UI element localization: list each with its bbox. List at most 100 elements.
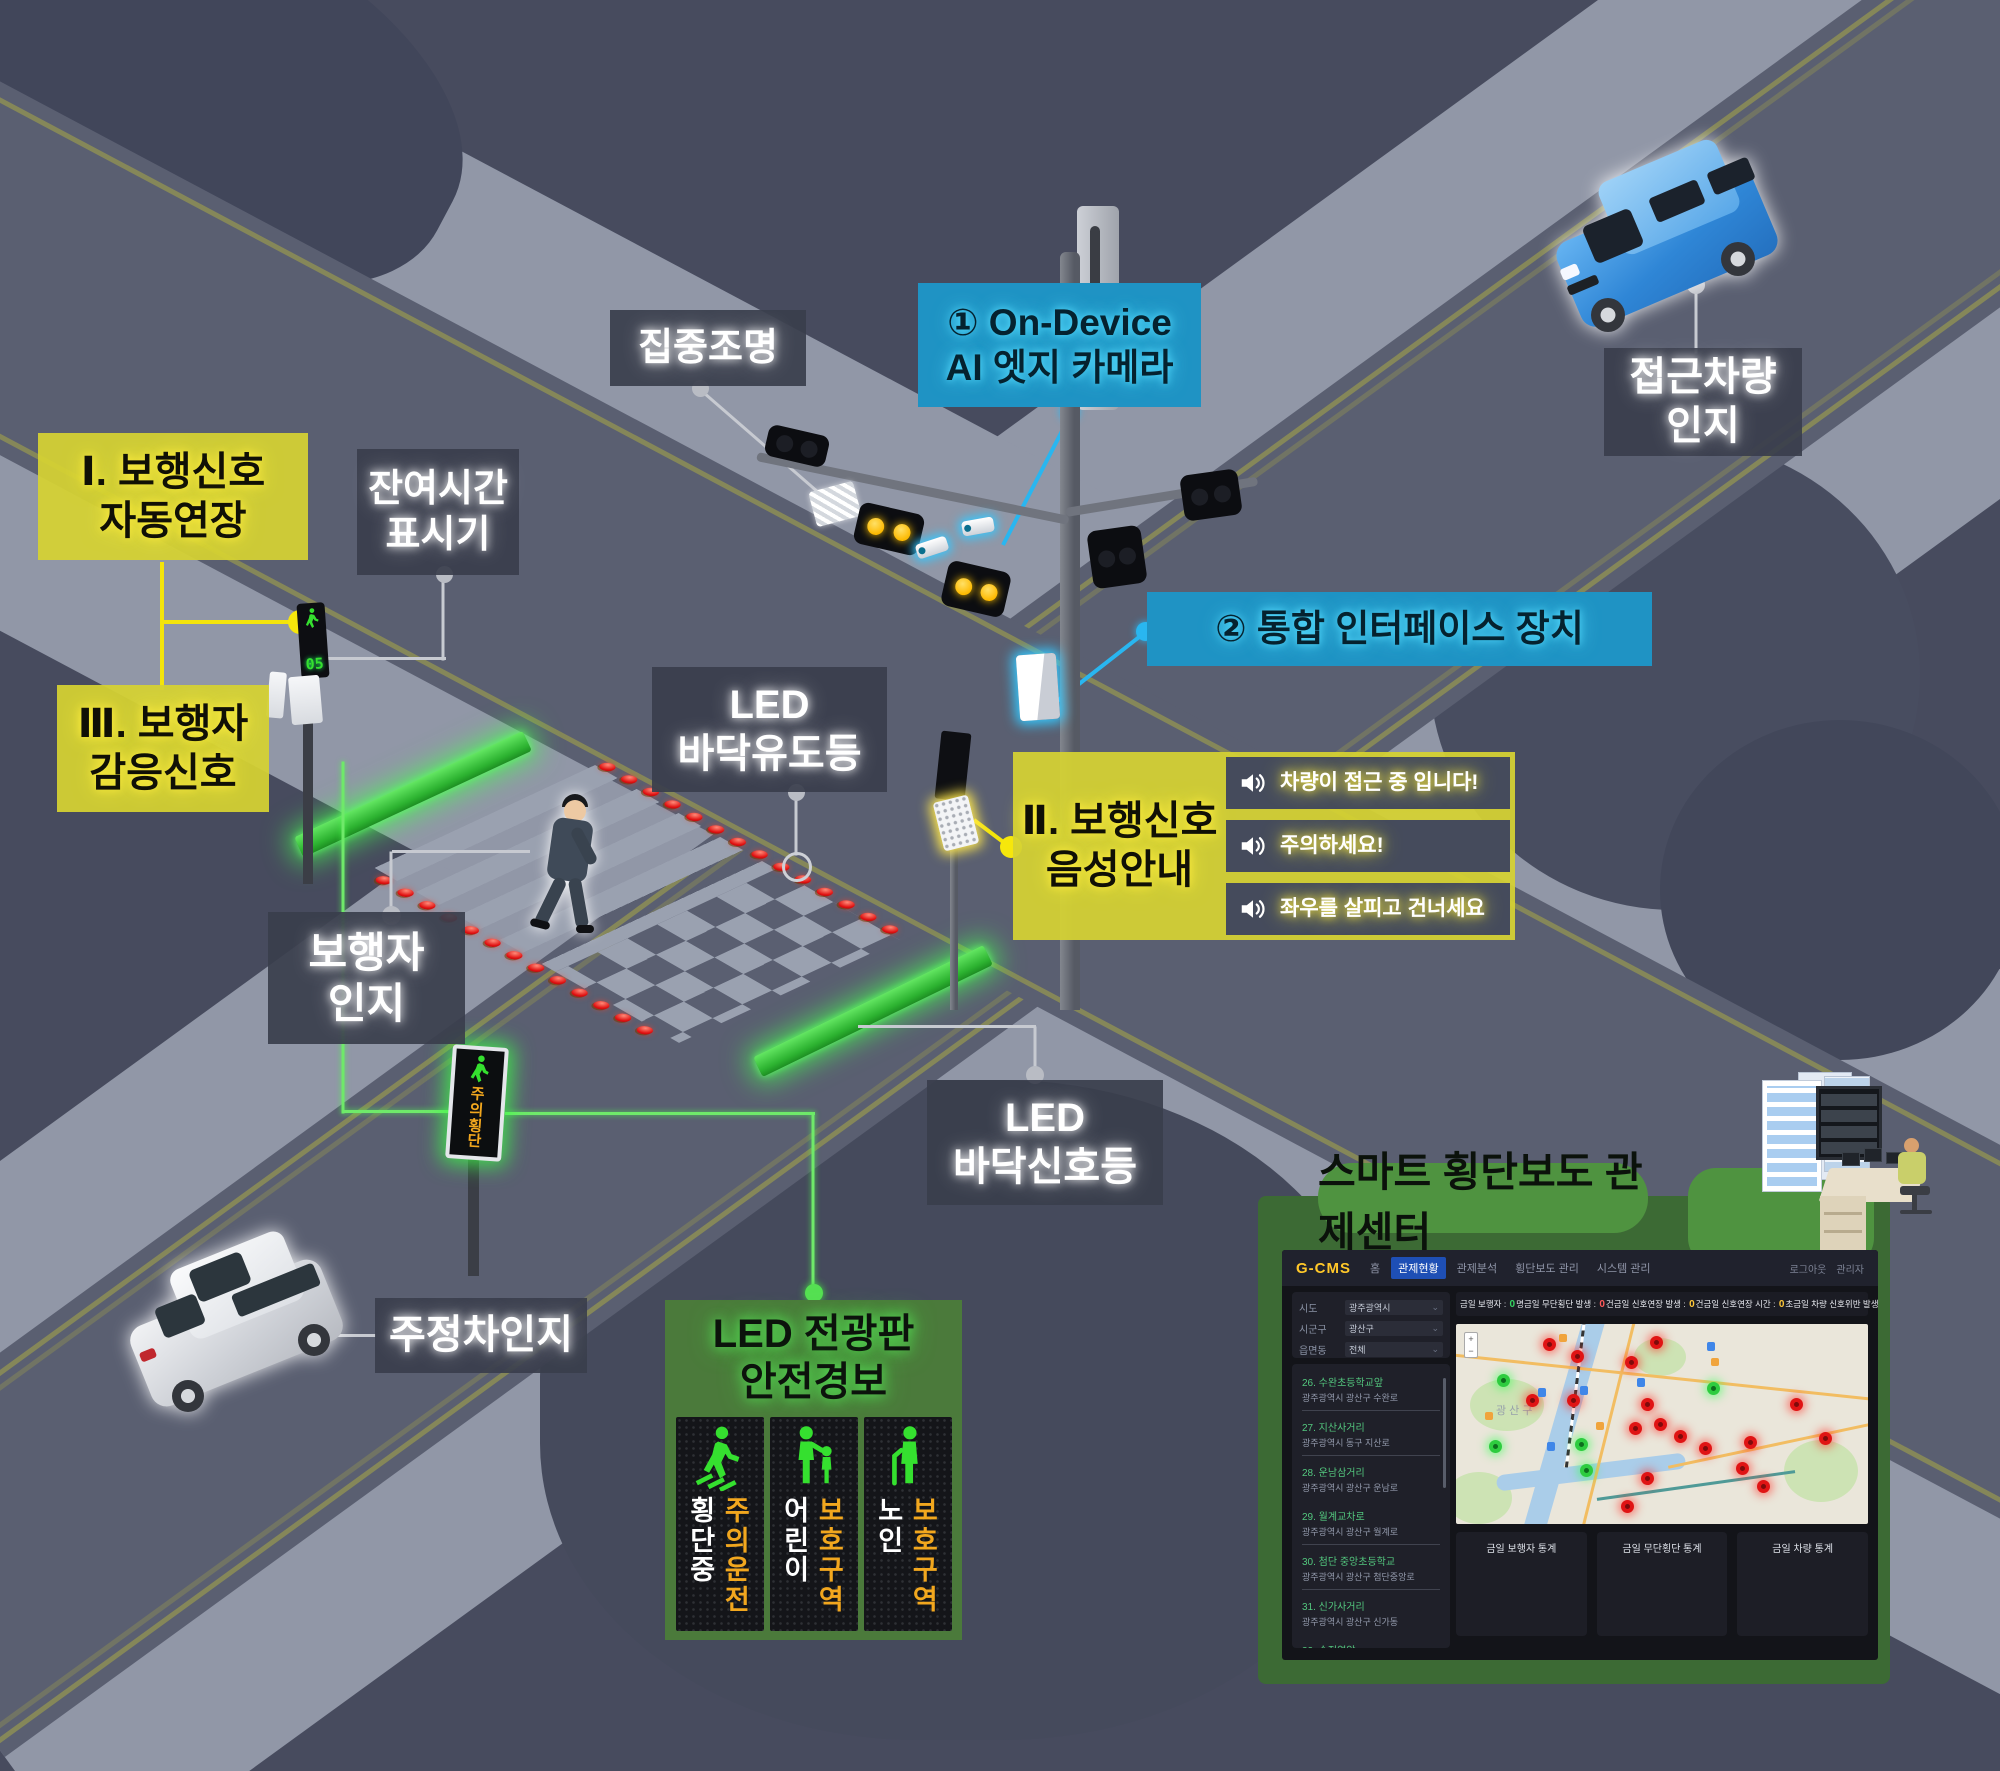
desk-monitor	[1842, 1152, 1860, 1166]
nav-item-4[interactable]: 시스템 관리	[1596, 1263, 1651, 1275]
connector-remaining-time	[441, 576, 445, 661]
map-marker-red-alert[interactable]	[1629, 1422, 1643, 1435]
filter-select-dong[interactable]: 전체⌄	[1345, 1342, 1443, 1357]
zoom-out-button[interactable]: −	[1468, 1346, 1474, 1356]
chevron-down-icon: ⌄	[1431, 1323, 1439, 1333]
van-wheel	[1591, 298, 1625, 332]
map-marker-red-alert[interactable]	[1542, 1338, 1556, 1351]
signal-bulb	[798, 438, 820, 460]
map-marker-red-alert[interactable]	[1744, 1436, 1758, 1449]
map-marker-red-alert[interactable]	[1649, 1336, 1663, 1349]
logout-link[interactable]: 로그아웃	[1789, 1264, 1827, 1276]
map-marker-red-alert[interactable]	[1789, 1398, 1803, 1411]
map-marker-green-normal[interactable]	[1579, 1464, 1593, 1477]
admin-link[interactable]: 관리자	[1836, 1264, 1864, 1276]
nav-item-0[interactable]: 홈	[1370, 1263, 1381, 1275]
stat-item: 금일 신호연장 발생 : 0건	[1613, 1299, 1704, 1310]
chevron-down-icon: ⌄	[1431, 1344, 1439, 1354]
map-marker-blue-icon[interactable]	[1538, 1388, 1547, 1397]
map-marker-red-alert[interactable]	[1526, 1394, 1540, 1407]
connector-remaining-time	[324, 657, 446, 660]
dashboard-navbar: G-CMS 홈 관제현황 관제분석 횡단보도 관리 시스템 관리 로그아웃 관리자	[1282, 1250, 1878, 1286]
scrollbar[interactable]	[1443, 1378, 1446, 1488]
dashboard-map[interactable]: 광산구 + −	[1456, 1324, 1868, 1524]
traffic-light	[1179, 468, 1243, 522]
map-marker-blue-icon[interactable]	[1579, 1386, 1588, 1395]
map-marker-red-alert[interactable]	[1620, 1500, 1634, 1513]
map-marker-blue-icon[interactable]	[1546, 1442, 1555, 1451]
connector-led-guide	[794, 793, 798, 856]
nav-item-2[interactable]: 관제분석	[1456, 1263, 1498, 1275]
map-marker-red-alert[interactable]	[1624, 1356, 1638, 1369]
map-marker-orange-icon[interactable]	[1559, 1334, 1567, 1342]
ped-signal-pole	[303, 640, 313, 884]
dashboard-logo: G-CMS	[1296, 1259, 1351, 1277]
filter-row: 시도 광주광역시⌄	[1299, 1300, 1443, 1315]
map-marker-orange-icon[interactable]	[1596, 1422, 1605, 1430]
dashboard-bottom-panels: 금일 보행자 통계 금일 무단횡단 통계 금일 차량 통계	[1456, 1532, 1869, 1636]
control-center-dashboard: G-CMS 홈 관제현황 관제분석 횡단보도 관리 시스템 관리 로그아웃 관리자 시도…	[1282, 1250, 1878, 1660]
map-marker-red-alert[interactable]	[1641, 1398, 1655, 1411]
map-marker-red-alert[interactable]	[1818, 1432, 1832, 1445]
map-zoom-control[interactable]: + −	[1464, 1332, 1478, 1358]
map-marker-red-alert[interactable]	[1736, 1462, 1750, 1475]
audio-message: 주의하세요!	[1226, 820, 1510, 872]
map-marker-green-normal[interactable]	[1575, 1438, 1589, 1451]
map-marker-orange-icon[interactable]	[1711, 1358, 1720, 1366]
label-voice-guidance: Ⅱ. 보행신호 음성안내 차량이 접근 중 입니다! 주의하세요! 좌우를 살피…	[1013, 752, 1515, 940]
filter-row: 읍면동 전체⌄	[1299, 1342, 1443, 1357]
map-marker-red-alert[interactable]	[1567, 1394, 1581, 1407]
stat-panel: 금일 무단횡단 통계	[1596, 1532, 1728, 1636]
map-marker-red-alert[interactable]	[1699, 1442, 1713, 1455]
label-led-guide-light: LED 바닥유도등	[652, 667, 887, 792]
led-panel-elderly: 노인 보호구역	[864, 1417, 952, 1631]
stat-item: 금일 보행자 : 0명	[1460, 1299, 1524, 1310]
map-marker-blue-icon[interactable]	[1637, 1378, 1646, 1387]
connector-dot	[1026, 1066, 1044, 1084]
dashboard-nav-items: 홈 관제현황 관제분석 횡단보도 관리 시스템 관리	[1363, 1257, 1658, 1279]
stat-item: 금일 신호연장 시간 : 0초	[1703, 1299, 1794, 1310]
green-connector	[343, 1110, 455, 1113]
speaker-icon	[1241, 774, 1265, 792]
map-marker-red-alert[interactable]	[1641, 1472, 1655, 1485]
green-connector	[505, 1112, 815, 1115]
voice-guidance-title: Ⅱ. 보행신호 음성안내	[1021, 799, 1218, 892]
nav-item-1[interactable]: 관제현황	[1391, 1257, 1446, 1279]
label-control-center: 스마트 횡단보도 관제센터	[1318, 1149, 1648, 1255]
dashboard-nav-right: 로그아웃 관리자	[1790, 1261, 1864, 1276]
camera-lens-icon	[917, 546, 927, 556]
filter-select-sigungu[interactable]: 광산구⌄	[1345, 1321, 1443, 1336]
filter-select-sido[interactable]: 광주광역시⌄	[1345, 1300, 1443, 1315]
label-parking-detect: 주정차인지	[375, 1298, 587, 1373]
green-connector	[811, 1113, 815, 1292]
map-marker-red-alert[interactable]	[1653, 1418, 1667, 1431]
map-marker-green-normal[interactable]	[1488, 1440, 1502, 1453]
map-marker-orange-icon[interactable]	[1484, 1412, 1493, 1420]
map-marker-red-alert[interactable]	[1571, 1350, 1585, 1363]
label-on-device-ai-camera: ① On-Device AI 엣지 카메라	[918, 283, 1201, 407]
map-marker-blue-icon[interactable]	[1707, 1342, 1716, 1351]
map-marker-red-alert[interactable]	[1756, 1480, 1770, 1493]
map-marker-green-normal[interactable]	[1497, 1374, 1511, 1387]
label-approach-vehicle: 접근차량 인지	[1604, 348, 1802, 456]
chevron-down-icon: ⌄	[1431, 1302, 1439, 1312]
speaker-pole	[950, 845, 958, 1010]
map-marker-green-normal[interactable]	[1707, 1382, 1721, 1395]
speaker-icon	[1241, 900, 1265, 918]
stat-item: 금일 무단횡단 발생 : 0건	[1523, 1299, 1614, 1310]
map-marker-red-alert[interactable]	[1674, 1430, 1688, 1443]
crosswalk-list-item[interactable]: 32. 송정역앞광주광역시 광산구 상무대로	[1302, 1642, 1440, 1648]
signal-bulb-yellow	[865, 515, 887, 537]
connector-ring	[782, 852, 812, 882]
nav-item-3[interactable]: 횡단보도 관리	[1515, 1263, 1579, 1275]
zoom-in-button[interactable]: +	[1468, 1334, 1474, 1344]
